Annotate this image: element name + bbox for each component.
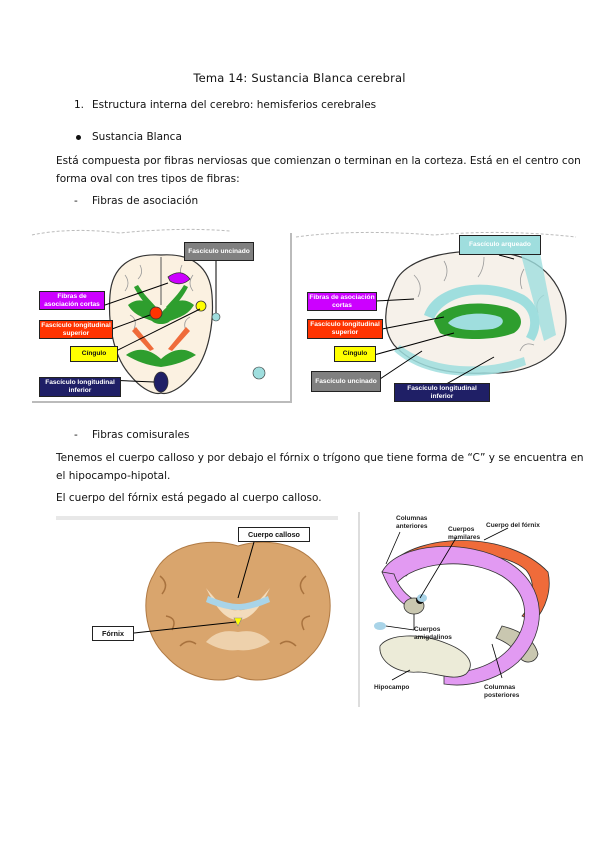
label-hipocampo: Hipocampo xyxy=(374,684,410,691)
label-fasciculo-longitudinal-inferior: Fascículo longitudinal inferior xyxy=(39,377,121,397)
figure-coronal-callosum: Cuerpo calloso Fórnix xyxy=(56,516,338,690)
sagittal-brain-illustration xyxy=(295,231,577,392)
label-fibras-asociacion-cortas-2: Fibras de asociación cortas xyxy=(307,292,377,311)
label-cuerpos-mamilares: Cuerpos mamilares xyxy=(448,526,481,541)
label-fasciculo-longitudinal-superior-2: Fascículo longitudinal superior xyxy=(307,319,383,339)
label-fibras-asociacion-cortas: Fibras de asociación cortas xyxy=(39,291,105,310)
paragraph-line: Tenemos el cuerpo calloso y por debajo e… xyxy=(56,452,584,464)
dash-marker: - xyxy=(74,429,78,441)
bullet-heading: Sustancia Blanca xyxy=(92,131,182,143)
paragraph-line: Está compuesta por fibras nerviosas que … xyxy=(56,155,581,167)
fornix-illustration xyxy=(358,512,550,707)
label-columnas-anteriores: Columnas anteriores xyxy=(396,515,428,530)
coronal-brain-illustration xyxy=(31,228,292,403)
label-cingulo: Cíngulo xyxy=(70,346,118,362)
subheading-comisurales: Fibras comisurales xyxy=(92,429,190,441)
subheading-asociacion: Fibras de asociación xyxy=(92,195,199,207)
section-heading: Estructura interna del cerebro: hemisfer… xyxy=(92,99,377,111)
label-cuerpos-amigdalinos: Cuerpos amigdalinos xyxy=(414,626,452,641)
label-cuerpo-del-fornix: Cuerpo del fórnix xyxy=(486,522,540,529)
label-cuerpo-calloso: Cuerpo calloso xyxy=(238,527,310,542)
page-title: Tema 14: Sustancia Blanca cerebral xyxy=(193,71,406,85)
figure-sagittal-association: Fascículo arqueado Fibras de asociación … xyxy=(294,225,577,405)
label-fasciculo-uncinado-2: Fascículo uncinado xyxy=(311,371,381,392)
label-columnas-posteriores: Columnas posteriores xyxy=(484,684,520,699)
label-cingulo-2: Cíngulo xyxy=(334,346,376,362)
paragraph-line: el hipocampo-hipotal. xyxy=(56,470,171,482)
label-fasciculo-arqueado: Fascículo arqueado xyxy=(459,235,541,255)
paragraph-line: forma oval con tres tipos de fibras: xyxy=(56,173,240,185)
bullet-point xyxy=(76,135,81,140)
label-fasciculo-longitudinal-superior: Fascículo longitudinal superior xyxy=(39,320,113,339)
label-fornix: Fórnix xyxy=(92,626,134,641)
list-number: 1. xyxy=(74,99,85,111)
figure-coronal-association: Fascículo uncinado Fibras de asociación … xyxy=(30,225,292,405)
label-fasciculo-uncinado: Fascículo uncinado xyxy=(184,242,254,261)
figure-fornix-3d: Columnas anteriores Cuerpos mamilares Cu… xyxy=(358,512,563,707)
paragraph-line: El cuerpo del fórnix está pegado al cuer… xyxy=(56,492,322,504)
coronal-photo-illustration xyxy=(56,516,338,681)
dash-marker: - xyxy=(74,195,78,207)
label-fasciculo-longitudinal-inferior-2: Fascículo longitudinal inferior xyxy=(394,383,490,402)
